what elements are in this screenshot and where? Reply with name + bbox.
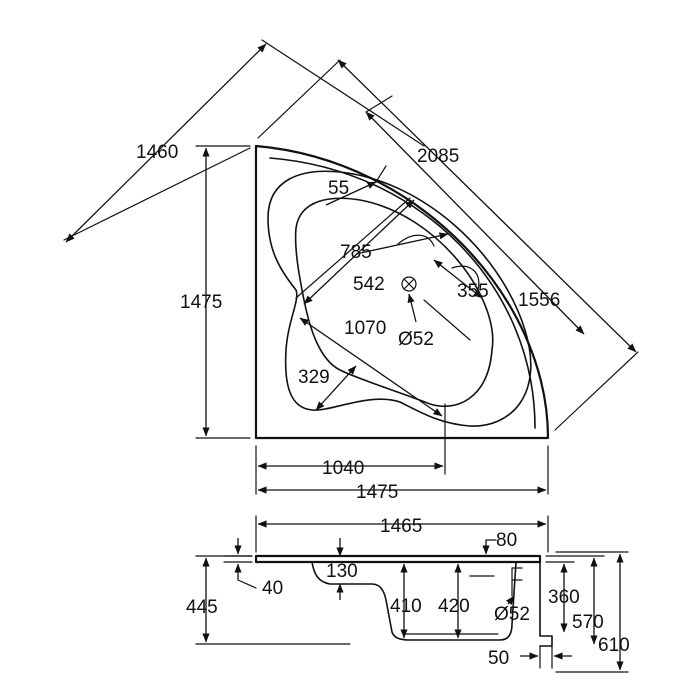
top-view: 1460 2085 1556 55 785 542 355 1070 Ø52 (63, 39, 639, 503)
dim-360: 360 (548, 587, 580, 608)
dim-1460: 1460 (136, 142, 178, 163)
dim-1040: 1040 (322, 458, 364, 479)
dim-610: 610 (598, 635, 630, 656)
dim-1070: 1070 (344, 318, 386, 339)
dim-570: 570 (572, 612, 604, 633)
dim-overflow-52: Ø52 (494, 604, 530, 625)
dim-542: 542 (353, 274, 385, 295)
dim-drain-52: Ø52 (398, 329, 434, 350)
dim-785: 785 (340, 242, 372, 263)
dim-50: 50 (488, 648, 509, 669)
side-support (539, 561, 553, 647)
dim-40: 40 (262, 578, 283, 599)
dim-1556: 1556 (518, 290, 560, 311)
dim-1475-vertical: 1475 (180, 292, 222, 313)
dim-80: 80 (496, 530, 517, 551)
dim-2085: 2085 (417, 146, 459, 167)
side-view: 1465 80 40 130 445 410 420 (186, 515, 630, 673)
dim-329: 329 (298, 367, 330, 388)
dim-410: 410 (390, 596, 422, 617)
dim-55: 55 (328, 178, 349, 199)
drain-icon (401, 276, 417, 292)
side-rim (254, 554, 542, 564)
dim-1465: 1465 (380, 516, 422, 537)
dim-1475-horizontal: 1475 (356, 482, 398, 503)
dim-445: 445 (186, 597, 218, 618)
dim-130: 130 (326, 561, 358, 582)
side-basin (311, 561, 517, 641)
dim-420: 420 (438, 596, 470, 617)
dim-355: 355 (457, 281, 489, 302)
